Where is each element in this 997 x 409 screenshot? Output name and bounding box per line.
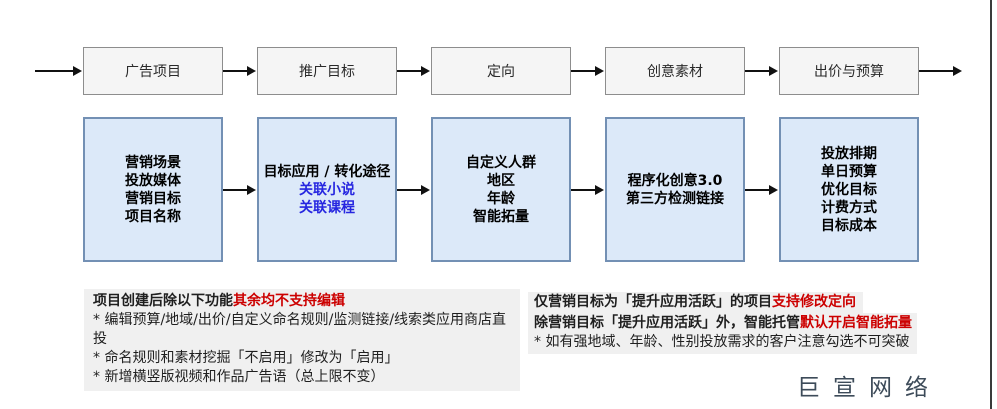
note-left-item: * 编辑预算/地域/出价/自定义命名规则/监测链接/线索类应用商店直投 [93,312,507,347]
flow-arrow [571,66,604,76]
detail-line: 第三方检测链接 [626,190,724,207]
detail-line: 项目名称 [125,208,181,225]
note-right1-black: 仅营销目标为「提升应用活跃」的项目 [534,294,772,310]
detail-box-creative: 程序化创意3.0 第三方检测链接 [605,117,745,262]
stage-box-targeting: 定向 [431,47,571,95]
detail-line: 程序化创意3.0 [627,172,723,189]
detail-line: 自定义人群 [466,154,536,171]
stage-box-bid-budget: 出价与预算 [779,47,919,95]
detail-line: 地区 [487,172,515,189]
right-edge-divider [990,0,992,409]
stage-label: 出价与预算 [814,64,884,80]
detail-line: 营销目标 [125,190,181,207]
detail-box-ad-project: 营销场景 投放媒体 营销目标 项目名称 [83,117,223,262]
detail-box-promo-goal: 目标应用 / 转化途径 关联小说 关联课程 [257,117,397,262]
detail-link-course: 关联课程 [299,199,355,216]
juxuan-network-logo: 巨宣网络 [797,375,941,401]
stage-label: 推广目标 [299,64,355,80]
detail-box-bid-budget: 投放排期 单日预算 优化目标 计费方式 目标成本 [779,117,919,262]
detail-line: 投放排期 [821,145,877,162]
note-right2-black: 除营销目标「提升应用活跃」外，智能托管 [534,315,800,331]
note-left-item: * 新增横竖版视频和作品广告语（总上限不变） [93,369,385,385]
stage-box-promo-goal: 推广目标 [257,47,397,95]
detail-link-novel: 关联小说 [299,181,355,198]
flow-arrow [223,66,256,76]
stage-label: 广告项目 [125,64,181,80]
stage-box-creative: 创意素材 [605,47,745,95]
detail-arrow [397,185,430,195]
detail-line: 目标成本 [821,217,877,234]
note-right1-red: 支持修改定向 [772,294,856,310]
flow-arrow [397,66,430,76]
note-right2-line2: * 如有强地域、年龄、性别投放需求的客户注意勾选不可突破 [534,334,910,350]
stage-label: 创意素材 [647,64,703,80]
detail-line: 营销场景 [125,154,181,171]
note-left-title-red: 其余均不支持编辑 [233,293,345,309]
detail-arrow [745,185,778,195]
flow-arrow [745,66,778,76]
stage-label: 定向 [487,64,515,80]
stage-box-ad-project: 广告项目 [83,47,223,95]
detail-line: 计费方式 [821,199,877,216]
note-targeting-edit: 仅营销目标为「提升应用活跃」的项目支持修改定向 [528,292,863,313]
note-right2-red: 默认开启智能拓量 [800,315,912,331]
detail-line: 目标应用 / 转化途径 [263,163,391,180]
flow-arrow-out [919,66,962,76]
detail-line: 优化目标 [821,181,877,198]
detail-line: 单日预算 [821,163,877,180]
detail-line: 投放媒体 [125,172,181,189]
detail-arrow [223,185,256,195]
note-left-item: * 命名规则和素材挖掘「不启用」修改为「启用」 [93,350,399,366]
note-right2-line1: 除营销目标「提升应用活跃」外，智能托管默认开启智能拓量 [534,314,917,333]
detail-line: 智能拓量 [473,208,529,225]
detail-box-targeting: 自定义人群 地区 年龄 智能拓量 [431,117,571,262]
note-left-title-black: 项目创建后除以下功能 [93,293,233,309]
note-smart-expansion: 除营销目标「提升应用活跃」外，智能托管默认开启智能拓量 * 如有强地域、年龄、性… [528,313,917,354]
note-left-title: 项目创建后除以下功能其余均不支持编辑 [93,292,520,311]
note-edit-restrictions: 项目创建后除以下功能其余均不支持编辑 * 编辑预算/地域/出价/自定义命名规则/… [84,289,520,391]
detail-arrow [571,185,604,195]
detail-line: 年龄 [487,190,515,207]
flow-arrow-in [35,66,82,76]
